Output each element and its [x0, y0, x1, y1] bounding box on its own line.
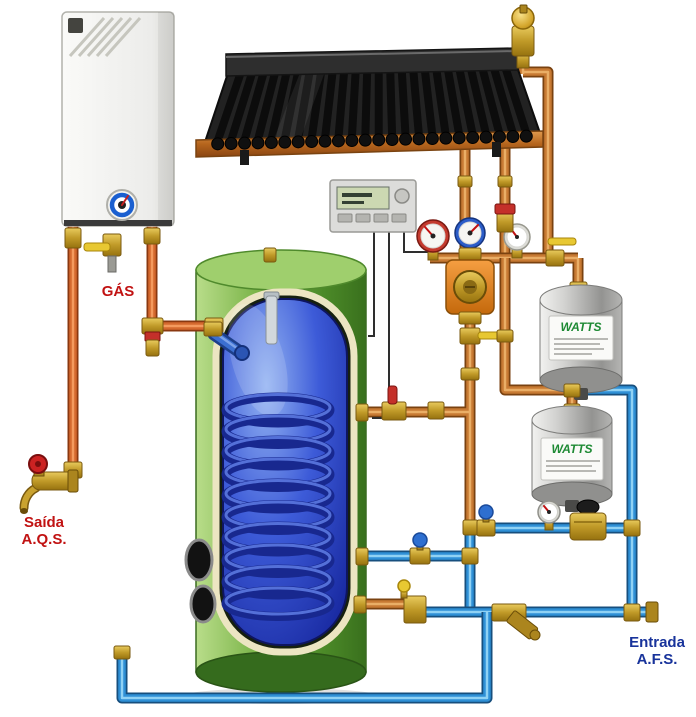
faucet — [19, 454, 83, 514]
saida-label-line1: Saída — [24, 514, 65, 531]
controller-knob — [394, 188, 410, 204]
pump-station — [416, 203, 577, 381]
air-vent-valve — [511, 4, 535, 69]
pressure-reducer — [569, 499, 607, 541]
safety-relief-valve — [494, 203, 516, 233]
cold-shutoff-valve — [476, 504, 496, 537]
valve-knob — [478, 504, 494, 520]
drain-valve-knob — [397, 579, 411, 593]
pressure-gauge-red — [416, 219, 450, 253]
vessel-label — [540, 437, 604, 481]
riser-fitting — [113, 645, 131, 660]
valve-lever — [387, 385, 398, 405]
entrada-label-line2: A.F.S. — [637, 651, 678, 668]
gas-valve — [83, 233, 122, 273]
cold-water-group — [462, 499, 641, 541]
circulation-pump — [445, 259, 495, 315]
air-purger — [141, 317, 164, 357]
tank-flange-port-upper — [184, 538, 214, 582]
vent-body — [511, 25, 535, 57]
controller-screen — [336, 186, 390, 210]
heater-dial — [106, 189, 138, 221]
entrada-label-line1: Entrada — [629, 634, 686, 651]
pipe-union — [497, 175, 513, 188]
heater-connections — [64, 227, 224, 357]
vessel-tee — [563, 383, 581, 398]
tank-inlet-elbow — [203, 321, 250, 361]
brand-logo — [68, 18, 83, 33]
tank-flange-port-lower — [189, 584, 217, 624]
gas-label: GÁS — [102, 283, 135, 300]
collector-leg-left — [240, 150, 249, 165]
tank-port-coil — [355, 403, 369, 422]
solar-controller — [329, 179, 417, 233]
dip-tube — [265, 295, 278, 345]
inlet-end-fitting — [645, 601, 659, 623]
gas-water-heater — [61, 11, 175, 227]
tank-top — [195, 249, 367, 291]
strainer-valve — [491, 603, 541, 641]
saida-label-line2: A.Q.S. — [21, 531, 66, 548]
pump-shutoff-valve — [459, 327, 505, 345]
brass-fitting — [143, 227, 161, 245]
heater-vent-grille — [68, 16, 142, 58]
pipe-union — [457, 175, 473, 188]
controller-buttons — [337, 213, 407, 223]
tank-port-mid — [355, 547, 369, 566]
gas-valve-handle — [83, 242, 111, 252]
vessel-brand: WATTS — [560, 320, 601, 334]
heat-exchanger-coil — [221, 392, 335, 621]
brass-fitting — [64, 227, 82, 249]
cold-gauge — [537, 500, 561, 524]
pressure-gauge-blue — [454, 217, 486, 249]
storage-tank — [184, 247, 377, 704]
tank-mid-valve — [409, 532, 479, 565]
valve-knob — [412, 532, 428, 548]
collector-leg-right — [492, 142, 501, 157]
bottom-junction — [397, 579, 427, 624]
heater-base — [64, 220, 172, 226]
inlet-tee — [623, 603, 641, 622]
collector-glare — [272, 58, 330, 144]
collector-tubes — [213, 62, 531, 143]
expansion-vessel-bottom: WATTS — [531, 403, 613, 512]
manifold-valve — [545, 237, 577, 267]
solar-collector — [195, 47, 544, 188]
vessel-brand: WATTS — [551, 442, 592, 456]
coil-inlet-valve — [381, 385, 445, 421]
tank-port-bottom — [353, 595, 367, 614]
faucet-spout — [21, 485, 39, 511]
expansion-vessel-top: WATTS — [539, 281, 623, 400]
tank-top-fitting — [263, 247, 277, 263]
